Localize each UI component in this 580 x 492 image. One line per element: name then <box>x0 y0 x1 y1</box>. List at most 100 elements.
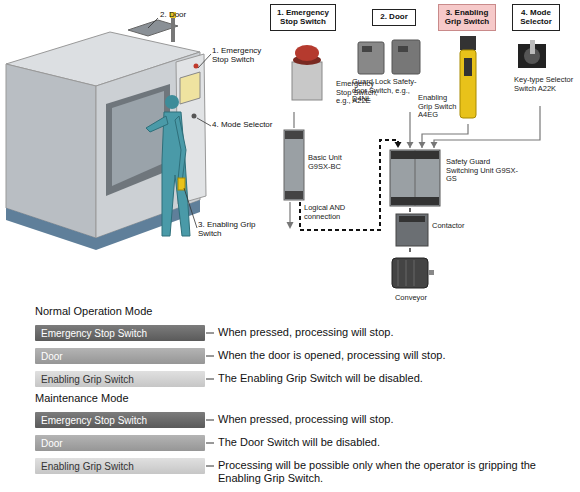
node-text: 3. Enabling Grip Switch <box>441 9 493 27</box>
machine-window <box>106 84 170 196</box>
node-text: Safety Guard Switching Unit G9SX-GS <box>446 158 522 184</box>
dash-line <box>206 356 214 357</box>
connector-line <box>409 208 411 212</box>
dash-line <box>206 466 214 467</box>
connector <box>431 106 541 148</box>
header-box: 4. Mode Selector <box>512 4 560 31</box>
description: When pressed, processing will stop. <box>218 413 558 426</box>
leader-line <box>197 118 211 126</box>
node-text: 4. Mode Selector <box>515 9 557 27</box>
motor-fin <box>398 260 399 286</box>
operator-body <box>162 112 190 236</box>
signal-tower <box>171 16 175 42</box>
machine-window-inner <box>112 91 164 186</box>
node-text: Enabling Grip Switch <box>41 374 134 385</box>
machine-front <box>96 52 200 238</box>
mode-band: Door <box>35 435 205 451</box>
connector <box>410 248 411 252</box>
node-text: Emergency Stop Switch <box>41 415 147 426</box>
callout-label: 4. Mode Selector <box>212 120 282 129</box>
dash-line <box>206 420 214 421</box>
machine-side <box>6 64 96 238</box>
control-panel <box>176 54 206 204</box>
node-text: Door <box>41 438 63 449</box>
connector <box>419 124 469 148</box>
connector-line <box>434 106 540 148</box>
leader-line <box>198 54 211 68</box>
key-switch-key <box>530 40 535 54</box>
basic-unit-body <box>284 130 304 200</box>
dash-line <box>206 379 214 380</box>
connector-line <box>300 140 398 230</box>
terminal-row <box>285 191 303 199</box>
guard-switching-unit: Safety Guard Switching Unit G9SX-GS <box>388 148 522 208</box>
connector <box>410 208 411 212</box>
guard-unit-body <box>390 150 440 206</box>
door-unit <box>128 20 178 36</box>
contactor: Contactor <box>390 212 468 248</box>
grip-trigger <box>464 58 472 76</box>
door-switch-detail <box>398 46 408 52</box>
panel-screen <box>180 72 200 104</box>
terminal-row <box>391 197 439 205</box>
callout-label: 1. Emergency Stop Switch <box>212 46 268 64</box>
arrow-head <box>395 142 402 148</box>
node-text: Conveyor <box>384 294 438 303</box>
mode-heading: Normal Operation Mode <box>35 305 235 318</box>
mode-band: Enabling Grip Switch <box>35 371 205 387</box>
connector <box>300 140 402 230</box>
header-box: 3. Enabling Grip Switch <box>438 4 496 31</box>
grip-body <box>460 50 476 118</box>
arrow-head <box>419 142 426 148</box>
dash-line <box>206 443 214 444</box>
operator-head <box>165 95 179 109</box>
connector-line <box>293 112 294 128</box>
connector-line <box>422 124 468 148</box>
node-text: Emergency Stop Switch <box>41 328 147 339</box>
contactor-body <box>396 214 428 246</box>
basic-unit: Basic Unit G9SX-BC <box>282 128 354 202</box>
description: Processing will be possible only when th… <box>218 459 568 484</box>
door-switch: Guard Lock Safety-door Switch, e.g., D4N… <box>352 36 426 112</box>
estop-button <box>295 45 319 61</box>
panel-selector <box>192 114 197 119</box>
description: The Enabling Grip Switch will be disable… <box>218 372 558 385</box>
key-switch: Key-type Selector Switch A22K <box>512 36 578 106</box>
connector-line <box>409 112 410 148</box>
node-text: Enabling Grip Switch <box>41 461 134 472</box>
mode-band: Door <box>35 348 205 364</box>
arrow-head <box>407 142 414 148</box>
estop-housing <box>292 62 322 100</box>
mode-band: Emergency Stop Switch <box>35 412 205 428</box>
description: When the door is opened, processing will… <box>218 349 558 362</box>
conveyor: Conveyor <box>384 252 438 306</box>
node-text: 1. Emergency Stop Switch <box>273 9 333 27</box>
connector <box>294 112 295 128</box>
leader-line <box>184 188 197 228</box>
edge-label: Logical AND connection <box>304 204 366 221</box>
terminal-row <box>391 151 439 159</box>
terminal-row <box>285 131 303 139</box>
description: The Door Switch will be disabled. <box>218 436 558 449</box>
node-text: Contactor <box>432 222 468 231</box>
header-box: 2. Door <box>372 9 416 26</box>
output-line <box>289 202 290 222</box>
callout-label: 3. Enabling Grip Switch <box>198 220 258 238</box>
node-text: Key-type Selector Switch A22K <box>514 76 578 93</box>
node-text: Door <box>41 351 63 362</box>
leader-line <box>148 18 158 28</box>
operator-arm <box>146 116 168 132</box>
door-switch-body <box>358 42 384 74</box>
output-arrow <box>287 222 294 229</box>
dash-line <box>206 333 214 334</box>
node-text: Basic Unit G9SX-BC <box>308 154 354 171</box>
connector <box>407 112 414 148</box>
connector-line <box>409 248 411 252</box>
grip-head <box>460 36 476 50</box>
mode-heading: Maintenance Mode <box>35 392 235 405</box>
door-switch-detail <box>362 46 372 52</box>
node-text: 2. Door <box>380 13 408 22</box>
description: When pressed, processing will stop. <box>218 326 558 339</box>
terminal-row <box>399 216 425 222</box>
